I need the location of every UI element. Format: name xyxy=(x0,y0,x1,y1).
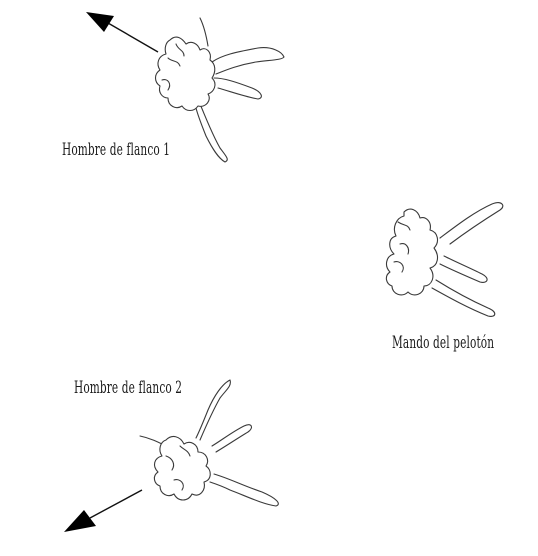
flank-man-1-label: Hombre de flanco 1 xyxy=(62,140,170,160)
flank-man-2-arrow-head-icon xyxy=(64,510,96,532)
squad-leader-weapon-limb xyxy=(440,256,487,282)
squad-leader-label: Mando del pelotón xyxy=(392,333,494,353)
flank-man-2-weapon-limb xyxy=(212,425,251,452)
flank-man-1-upper-limb xyxy=(212,48,284,74)
flank-man-1-head-limb xyxy=(200,18,208,46)
flank-man-1-body xyxy=(156,37,215,110)
flank-man-1-weapon-limb xyxy=(214,78,261,99)
flank-man-2-figure xyxy=(64,380,278,532)
flank-man-2-upper-limb xyxy=(196,380,230,440)
flank-man-1-direction-arrow-line xyxy=(108,23,158,52)
squad-leader-body xyxy=(386,209,437,295)
flank-man-2-lower-limb xyxy=(210,474,278,506)
flank-man-2-body xyxy=(154,437,210,500)
flank-man-1-lower-limb xyxy=(196,104,227,162)
squad-leader-upper-limb xyxy=(440,203,503,244)
flank-man-1-arrow-head-icon xyxy=(86,12,114,32)
flank-man-2-direction-arrow-line xyxy=(90,490,142,518)
squad-leader-lower-limb xyxy=(432,280,495,316)
squad-leader-figure xyxy=(386,203,502,317)
flank-man-2-label: Hombre de flanco 2 xyxy=(74,378,182,398)
